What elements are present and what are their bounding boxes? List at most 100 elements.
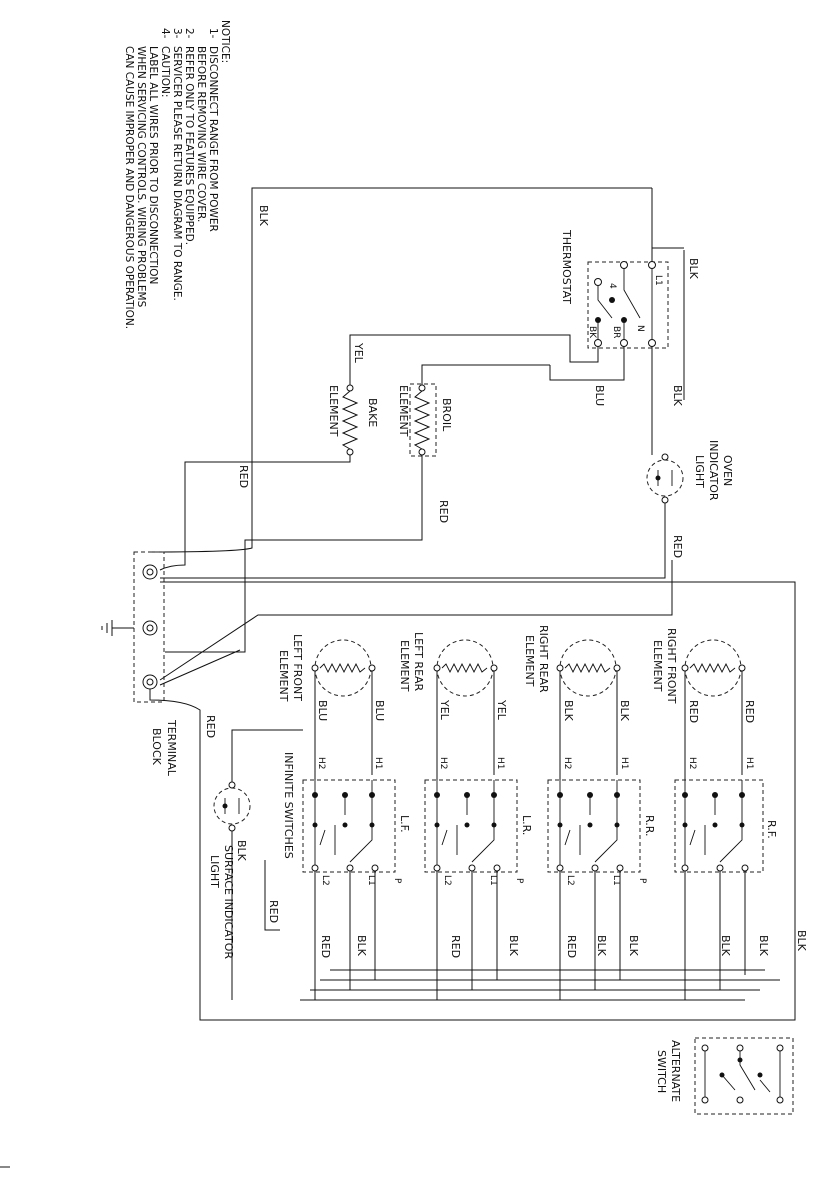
lr-h2: H2 (438, 757, 448, 770)
surface-light-label-2: LIGHT (208, 855, 221, 888)
wire-label-red-oven: RED (671, 535, 684, 558)
terminal-block-box (133, 551, 165, 703)
switch-label-rf: R.F. (765, 820, 778, 839)
lr-h1: H1 (495, 757, 505, 770)
thermostat-term-l1: L1 (653, 275, 663, 286)
thermostat-term-br: BR (611, 326, 621, 338)
out-wire-blk-6: BLK (757, 935, 770, 957)
lf-h2: H2 (316, 757, 326, 770)
surface-indicator-light: BLK SURFACE INDICATOR LIGHT (208, 729, 303, 1000)
out-wire-blk-1: BLK (355, 935, 368, 957)
lf-p: P (392, 878, 402, 884)
bake-label-2: ELEMENT (327, 385, 340, 437)
out-wire-blk-4: BLK (627, 935, 640, 957)
wire-label-blk-right: BLK (795, 930, 808, 952)
out-wire-blk-3: BLK (595, 935, 608, 957)
out-wire-red-3: RED (565, 935, 578, 958)
terminal-block: TERMINAL BLOCK RED BLK (101, 551, 808, 1021)
out-wire-blk-2: BLK (507, 935, 520, 957)
switch-label-lr: L.R. (520, 815, 533, 835)
notice-block: NOTICE: 1- DISCONNECT RANGE FROM POWER B… (123, 20, 231, 329)
rf-wire-red-2: RED (743, 700, 756, 723)
rr-l2: L2 (565, 875, 575, 886)
ground-icon (101, 620, 134, 636)
out-wire-red-2: RED (449, 935, 462, 958)
out-wire-red-1: RED (319, 935, 332, 958)
wire-label-blk-thermostat: BLK (687, 258, 700, 280)
rr-element-label-2: ELEMENT (523, 635, 536, 687)
broil-element: BROIL ELEMENT RED (165, 383, 453, 653)
thermostat-term-bk: BK (587, 326, 597, 339)
rf-wire-red-1: RED (687, 700, 700, 723)
wire-label-yel: YEL (352, 342, 365, 364)
lr-wire-yel-1: YEL (438, 699, 451, 721)
notice-line-4d: CAN CAUSE IMPROPER AND DANGEROUS OPERATI… (123, 46, 135, 329)
wire-label-red-bake: RED (237, 465, 250, 488)
alternate-switch: ALTERNATE SWITCH (655, 1037, 794, 1115)
notice-num-1: 1- (207, 28, 219, 39)
alternate-switch-label-2: SWITCH (655, 1050, 668, 1093)
surface-light-label-1: SURFACE INDICATOR (222, 845, 235, 959)
alternate-switch-box (694, 1037, 794, 1115)
notice-num-3: 3- (171, 28, 183, 39)
surface-element-left-rear: LEFT REAR ELEMENT YEL YEL (398, 632, 508, 780)
lr-wire-yel-2: YEL (495, 699, 508, 721)
bake-label-1: BAKE (366, 398, 379, 427)
lr-l1: L1 (488, 875, 498, 886)
broil-box (409, 383, 437, 457)
rr-p: P (637, 878, 647, 884)
switch-output-wiring: BLK RED RED BLK RED BLK BLK BLK BLK RED (264, 860, 780, 1001)
notice-line-4b: LABEL ALL WIRES PRIOR TO DISCONNECTION (147, 46, 159, 284)
lr-l2: L2 (442, 875, 452, 886)
wire-label-red-broil: RED (437, 500, 450, 523)
surface-element-right-front: RIGHT FRONT ELEMENT RED RED (651, 628, 756, 780)
notice-num-2: 2- (183, 28, 195, 39)
lr-element-label-2: ELEMENT (398, 640, 411, 692)
lr-p: P (514, 878, 524, 884)
infinite-switch-rf: H1 H2 R.F. (674, 757, 778, 873)
notice-line-4a: CAUTION: (159, 46, 171, 97)
lf-element-label-1: LEFT FRONT (291, 634, 304, 701)
oven-light-label-2: INDICATOR (707, 440, 720, 501)
wire-label-red-tb: RED (204, 715, 217, 738)
oven-wiring: BLK BLU YEL (349, 334, 684, 455)
rf-h1: H1 (744, 757, 754, 770)
notice-heading: NOTICE: (219, 20, 231, 63)
out-wire-red-4: RED (267, 900, 280, 923)
thermostat: L1 4 N BR BK THERMOSTAT (560, 229, 669, 349)
lf-l1: L1 (366, 875, 376, 886)
rf-element-label-1: RIGHT FRONT (665, 628, 678, 704)
wire-label-blk-oven: BLK (671, 385, 684, 407)
terminal-block-label-1: TERMINAL (165, 719, 178, 777)
notice-num-4: 4- (159, 28, 171, 39)
infinite-switch-rr: H1 H2 R.R. L2 L1 P (547, 757, 656, 886)
oven-light-label-1: OVEN (721, 455, 734, 486)
rf-element-label-2: ELEMENT (651, 640, 664, 692)
lr-element-label-1: LEFT REAR (412, 632, 425, 692)
oven-indicator-light: OVEN INDICATOR LIGHT RED (160, 440, 734, 579)
oven-light-housing (646, 459, 684, 497)
lf-wire-blu-1: BLU (316, 700, 329, 721)
surface-element-right-rear: RIGHT REAR ELEMENT BLK BLK (523, 625, 631, 780)
lf-element-label-2: ELEMENT (277, 650, 290, 702)
lf-h1: H1 (373, 757, 383, 770)
surface-light-wire-blk: BLK (235, 840, 248, 862)
notice-line-1a: DISCONNECT RANGE FROM POWER (207, 46, 219, 232)
bake-element: BAKE ELEMENT RED (159, 384, 379, 571)
notice-line-3a: SERVICER PLEASE RETURN DIAGRAM TO RANGE. (171, 46, 183, 301)
surface-element-left-front: LEFT FRONT ELEMENT BLU BLU (277, 634, 386, 780)
rr-l1: L1 (611, 875, 621, 886)
rf-h2: H2 (687, 757, 697, 770)
rr-h1: H1 (619, 757, 629, 770)
thermostat-term-n: N (635, 325, 645, 332)
switch-label-lf: L.F. (398, 815, 411, 833)
terminal-block-label-2: BLOCK (150, 728, 163, 766)
broil-label-2: ELEMENT (397, 385, 410, 437)
rr-wire-blk-2: BLK (618, 700, 631, 722)
broil-label-1: BROIL (440, 398, 453, 432)
notice-line-1b: BEFORE REMOVING WIRE COVER. (195, 46, 207, 222)
thermostat-term-4: 4 (607, 283, 617, 289)
main-wiring: BLK BLK (149, 187, 700, 553)
rr-wire-blk-1: BLK (562, 700, 575, 722)
thermostat-label: THERMOSTAT (560, 229, 573, 304)
